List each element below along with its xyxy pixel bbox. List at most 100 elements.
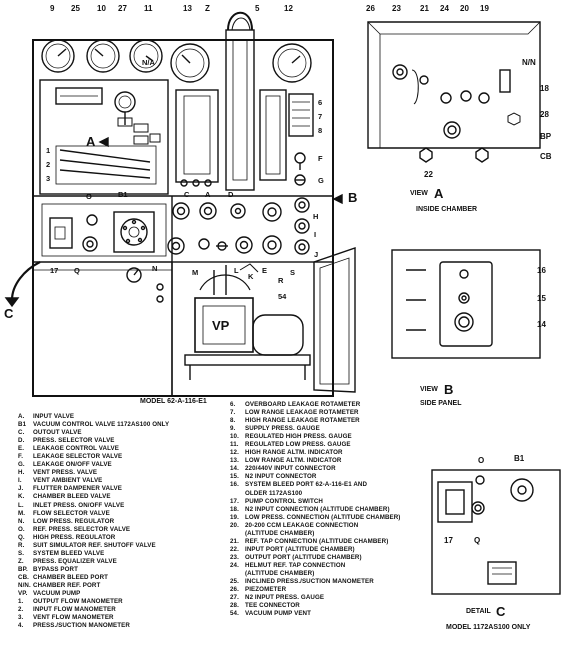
legend-entry: 54. VACUUM PUMP VENT bbox=[230, 610, 400, 618]
callout-b1: B1 bbox=[118, 190, 128, 199]
legend-text: OUTPUT PORT (ALTITUDE CHAMBER) bbox=[245, 553, 362, 561]
callout-27: 27 bbox=[118, 4, 127, 13]
legend-entry: (ALTITUDE CHAMBER) bbox=[230, 530, 400, 538]
legend-text: SUIT SIMULATOR REF. SHUTOFF VALVE bbox=[33, 541, 156, 549]
model-caption: MODEL 62-A-116-E1 bbox=[140, 398, 207, 405]
legend-key: 9. bbox=[230, 425, 236, 433]
view-a-title-word: VIEW bbox=[410, 190, 428, 197]
legend-key: D. bbox=[18, 437, 25, 445]
callout-25: 25 bbox=[71, 4, 80, 13]
legend-text: INPUT FLOW MANOMETER bbox=[33, 606, 116, 614]
legend-entry: 24.HELMUT REF. TAP CONNECTION bbox=[230, 562, 400, 570]
legend-key: 17. bbox=[230, 497, 239, 505]
legend-key: 54. bbox=[230, 610, 239, 618]
legend-text: LOW RANGE ALTM. INDICATOR bbox=[245, 457, 342, 465]
leakage-selectors bbox=[294, 152, 306, 186]
callout-10: 10 bbox=[97, 4, 106, 13]
callout-q: Q bbox=[74, 266, 80, 275]
legend-entry: I.VENT AMBIENT VALVE bbox=[18, 477, 169, 485]
legend-entry: 25.INCLINED PRESS./SUCTION MANOMETER bbox=[230, 578, 400, 586]
legend-text: OUTPUT FLOW MANOMETER bbox=[33, 598, 123, 606]
legend-entry: O.REF. PRESS. SELECTOR VALVE bbox=[18, 526, 169, 534]
legend-key: K. bbox=[18, 493, 25, 501]
detail-c-drawing bbox=[431, 469, 561, 595]
legend-key: J. bbox=[18, 485, 24, 493]
legend-entry: A.INPUT VALVE bbox=[18, 413, 169, 421]
callout-nn: N/N bbox=[522, 58, 536, 67]
legend-text: INPUT VALVE bbox=[33, 413, 75, 420]
legend-entry: 23.OUTPUT PORT (ALTITUDE CHAMBER) bbox=[230, 554, 400, 562]
manometer-panel bbox=[39, 79, 169, 195]
legend-text: OLDER 1172AS100 bbox=[245, 489, 303, 497]
legend-entry: 3.VENT FLOW MANOMETER bbox=[18, 614, 169, 622]
legend-entry: L.INLET PRESS. ON/OFF VALVE bbox=[18, 502, 169, 510]
legend-key: CB. bbox=[18, 573, 29, 581]
main-console bbox=[32, 39, 356, 397]
callout-a: A bbox=[205, 190, 211, 199]
legend-key: E. bbox=[18, 445, 25, 453]
legend-text: LOW PRESS. CONNECTION (ALTITUDE CHAMBER) bbox=[245, 513, 401, 521]
view-b-subtitle: SIDE PANEL bbox=[420, 400, 462, 407]
legend-key: 19. bbox=[230, 513, 239, 521]
legend-text: SUPPLY PRESS. GAUGE bbox=[245, 425, 320, 433]
legend-text: 20-200 CCM LEAKAGE CONNECTION bbox=[245, 521, 359, 529]
legend-key: 7. bbox=[230, 409, 236, 417]
legend-key: I. bbox=[18, 477, 22, 485]
legend-key: 24. bbox=[230, 561, 239, 569]
callout-15: 15 bbox=[537, 294, 546, 303]
section-arrows bbox=[4, 136, 343, 308]
legend-key: BP. bbox=[18, 565, 28, 573]
legend-entry: H.VENT PRESS. VALVE bbox=[18, 469, 169, 477]
left-lower-panel bbox=[41, 203, 167, 303]
legend-entry: 19. LOW PRESS. CONNECTION (ALTITUDE CHAMB… bbox=[230, 514, 400, 522]
legend-text: FLUTTER DAMPENER VALVE bbox=[33, 485, 122, 493]
legend-text: VACUUM PUMP bbox=[33, 590, 81, 598]
legend-key: 16. bbox=[230, 481, 239, 489]
callout-l: L bbox=[234, 266, 239, 275]
detail-c-title-letter: C bbox=[496, 604, 506, 619]
legend-key: H. bbox=[18, 469, 25, 477]
view-b-title-word: VIEW bbox=[420, 386, 438, 393]
callout-11: 11 bbox=[144, 4, 153, 13]
legend-key: 11. bbox=[230, 441, 239, 449]
legend-key: 3. bbox=[18, 614, 24, 622]
legend-key: M. bbox=[18, 509, 26, 517]
callout-13: 13 bbox=[183, 4, 192, 13]
legend-entry: 28.TEE CONNECTOR bbox=[230, 602, 400, 610]
callout-d: D bbox=[228, 190, 234, 199]
legend-entry: 13.LOW RANGE ALTM. INDICATOR bbox=[230, 457, 400, 465]
legend-text: CHAMBER BLEED VALVE bbox=[33, 493, 111, 501]
callout-vp: VP bbox=[212, 318, 230, 333]
callout-z: Z bbox=[205, 4, 210, 13]
detail-c-subtitle: MODEL 1172AS100 ONLY bbox=[446, 624, 531, 631]
section-arrow-a-label: A bbox=[86, 134, 96, 149]
legend-entry: 6.OVERBOARD LEAKAGE ROTAMETER bbox=[230, 401, 400, 409]
legend-text: INLET PRESS. ON/OFF VALVE bbox=[33, 501, 125, 509]
legend-key: 22. bbox=[230, 545, 239, 553]
legend-key: 28. bbox=[230, 602, 239, 610]
callout-8: 8 bbox=[318, 126, 323, 135]
callout-i: I bbox=[314, 230, 317, 239]
legend-entry: 27.N2 INPUT PRESS. GAUGE bbox=[230, 594, 400, 602]
callout-1: 1 bbox=[46, 146, 51, 155]
callout-20: 20 bbox=[460, 4, 469, 13]
legend-text: LOW RANGE LEAKAGE ROTAMETER bbox=[245, 409, 359, 417]
legend-text: VACUUM PUMP VENT bbox=[245, 610, 311, 618]
legend-text: SYSTEM BLEED PORT 62-A-116-E1 AND bbox=[245, 481, 368, 489]
legend-key: 2. bbox=[18, 606, 24, 614]
legend-text: OUTOUT VALVE bbox=[33, 429, 82, 437]
legend-text: LEAKAGE ON/OFF VALVE bbox=[33, 461, 112, 469]
legend-text: INPUT PORT (ALTITUDE CHAMBER) bbox=[245, 545, 355, 553]
legend-text: LEAKAGE SELECTOR VALVE bbox=[33, 453, 123, 461]
callout-detail-o: O bbox=[478, 456, 485, 465]
legend-entry: 2. INPUT FLOW MANOMETER bbox=[18, 606, 169, 614]
callout-24: 24 bbox=[440, 4, 449, 13]
legend-entry: 26.PIEZOMETER bbox=[230, 586, 400, 594]
legend-text: N2 INPUT PRESS. GAUGE bbox=[245, 594, 325, 602]
legend-key: 18. bbox=[230, 505, 239, 513]
section-arrow-b-label: B bbox=[348, 190, 358, 205]
legend-text: PRESS. EQUALIZER VALVE bbox=[33, 557, 117, 565]
legend-key: 26. bbox=[230, 586, 239, 594]
view-a-subtitle: INSIDE CHAMBER bbox=[416, 206, 478, 213]
